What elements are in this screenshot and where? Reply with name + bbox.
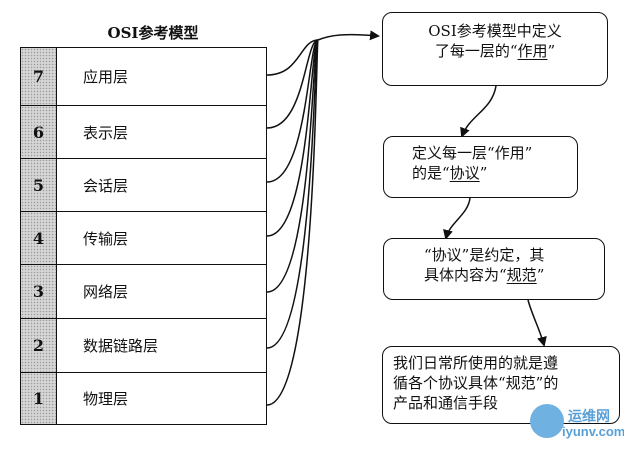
layer-number: 2: [21, 319, 57, 372]
layer-number: 1: [21, 373, 57, 424]
definition-box-4: 我们日常所使用的就是遵 循各个协议具体“规范”的 产品和通信手段: [382, 346, 620, 424]
layer-row-5: 5 会话层: [21, 158, 266, 211]
definition-box-3: “协议”是约定，其 具体内容为“规范”: [383, 238, 605, 300]
layer-number: 3: [21, 265, 57, 318]
bracket-line: [266, 39, 319, 406]
watermark: 运维网 iyunv.com: [522, 402, 624, 444]
definition-box-2: 定义每一层“作用” 的是“协议”: [383, 136, 578, 198]
layer-name: 应用层: [83, 68, 129, 86]
layer-name: 表示层: [83, 123, 129, 142]
arrow-box2-to-box3: [443, 197, 471, 240]
box-text: “协议”是约定，其: [424, 246, 545, 264]
layer-row-4: 4 传输层: [21, 211, 266, 264]
watermark-text: 运维网: [568, 408, 610, 424]
box-text: 了每一层的“作用”: [434, 42, 556, 60]
layer-number: 4: [21, 212, 57, 264]
box-text: 我们日常所使用的就是遵: [393, 354, 559, 372]
box-text: 的是“协议”: [412, 164, 488, 182]
layer-number: 6: [21, 106, 57, 158]
box-text: 定义每一层“作用”: [412, 144, 533, 162]
layer-row-6: 6 表示层: [21, 105, 266, 158]
bracket-line: [266, 39, 319, 349]
layer-row-7: 7 应用层: [21, 48, 266, 105]
layer-row-1: 1 物理层: [21, 372, 266, 424]
definition-box-1: OSI参考模型中定义 了每一层的“作用”: [382, 12, 608, 86]
bracket-line: [266, 39, 319, 129]
layer-name: 物理层: [83, 390, 129, 408]
watermark-logo-icon: [530, 404, 564, 438]
layer-row-3: 3 网络层: [21, 264, 266, 318]
layer-name: 会话层: [83, 176, 129, 195]
bracket-line: [266, 39, 319, 237]
bracket-line: [266, 39, 319, 293]
layer-number: 7: [21, 48, 57, 105]
osi-layer-table: 7 应用层 6 表示层 5 会话层 4 传输层 3 网络层 2 数据链路层 1 …: [20, 47, 267, 425]
layer-name: 传输层: [83, 229, 129, 248]
bracket-line: [266, 39, 319, 183]
arrow-to-box-1: [317, 30, 380, 41]
arrow-box3-to-box4: [527, 299, 547, 347]
layer-row-2: 2 数据链路层: [21, 318, 266, 372]
box-text: OSI参考模型中定义: [428, 22, 562, 40]
bracket-line: [266, 39, 319, 76]
arrow-box1-to-box2: [460, 85, 497, 138]
box-text: 产品和通信手段: [393, 394, 499, 412]
layer-name: 网络层: [83, 283, 129, 301]
box-text: 循各个协议具体“规范”的: [393, 374, 559, 392]
osi-model-title: OSI参考模型: [107, 24, 199, 42]
box-text: 具体内容为“规范”: [424, 266, 545, 284]
layer-number: 5: [21, 159, 57, 211]
layer-name: 数据链路层: [83, 337, 159, 355]
watermark-url: iyunv.com: [562, 424, 624, 439]
